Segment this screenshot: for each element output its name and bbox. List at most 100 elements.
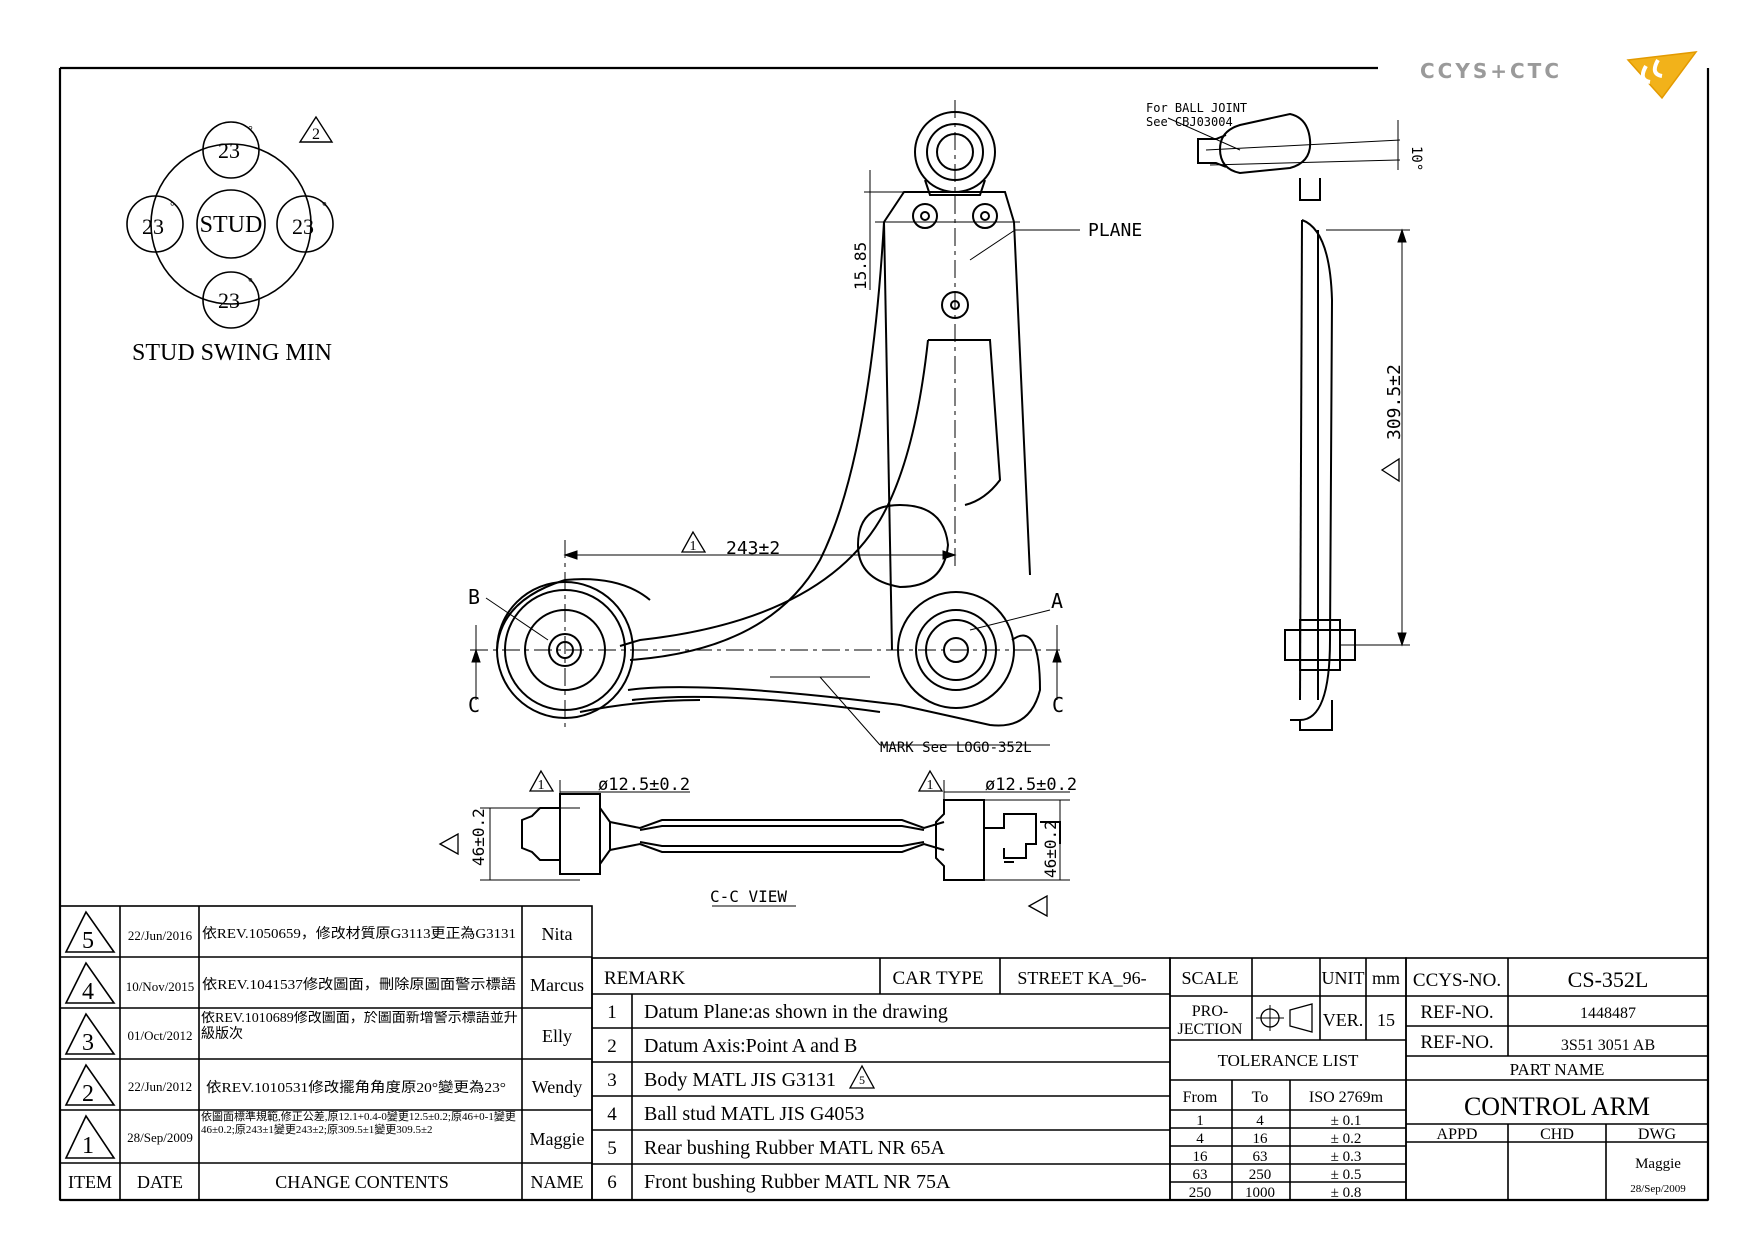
tolerance-header-to: To: [1252, 1089, 1269, 1106]
drawing-annotations: For BALL JOINT See CBJ03004 10° PLANE 15…: [468, 101, 1424, 906]
tol-from: 63: [1193, 1167, 1208, 1183]
car-type-value: STREET KA_96-: [1017, 968, 1146, 988]
section-view-dimensions: [438, 769, 1070, 918]
ccys-no-label: CCYS-NO.: [1413, 970, 1501, 991]
height-dim-left: 46±0.2: [469, 808, 488, 866]
tol-from: 250: [1189, 1185, 1212, 1201]
remark-header: REMARK: [604, 968, 686, 989]
version-value: 15: [1377, 1010, 1395, 1030]
tol-value: ± 0.2: [1331, 1131, 1362, 1147]
revision-name: Nita: [542, 924, 573, 944]
tolerance-header-from: From: [1183, 1089, 1218, 1106]
remark-no: 1: [607, 1002, 617, 1023]
dimension-15-85: 15.85: [851, 242, 870, 290]
point-b-label: B: [468, 585, 480, 609]
version-label: VER.: [1323, 1010, 1364, 1030]
company-logo: CCYS+CTC: [1420, 51, 1698, 100]
tolerance-row: 1 4 ± 0.1: [1196, 1113, 1361, 1129]
remark-text: Datum Plane:as shown in the drawing: [644, 1001, 948, 1023]
remark-no: 5: [607, 1138, 617, 1159]
revision-item: 2: [82, 1081, 94, 1107]
revision-row: 3 01/Oct/2012 依REV.1010689修改圖面，於圖面新增警示標語…: [82, 1011, 572, 1056]
section-c-left-label: C: [468, 693, 480, 717]
revision-triangle-icon: [298, 115, 334, 143]
body-matl-rev-mark: 5: [859, 1073, 865, 1087]
ref-no-value-2: 3S51 3051 AB: [1561, 1037, 1655, 1054]
revision-date: 22/Jun/2012: [128, 1079, 192, 1094]
remark-item: 4 Ball stud MATL JIS G4053: [607, 1103, 864, 1125]
degree-mark-right: °: [322, 199, 327, 213]
stud-revision-mark: 2: [312, 126, 320, 143]
mark-note: MARK See LOGO-352L: [880, 740, 1032, 756]
diameter-dim-left: ø12.5±0.2: [598, 775, 690, 795]
revision-header-item: ITEM: [68, 1172, 112, 1192]
dimension-243: 243±2: [726, 538, 780, 559]
degree-mark-top: °: [248, 123, 253, 137]
revision-item: 1: [82, 1133, 94, 1159]
dwg-name: Maggie: [1635, 1156, 1681, 1172]
part-name-label: PART NAME: [1510, 1060, 1605, 1079]
remark-item: 3 Body MATL JIS G3131: [607, 1069, 836, 1091]
revision-row: 1 28/Sep/2009 依圖面標準規範,修正公差,原12.1+0.4-0變更…: [82, 1111, 585, 1159]
diameter-dim-right: ø12.5±0.2: [985, 775, 1077, 795]
dimension-309-5: 309.5±2: [1384, 364, 1405, 440]
remark-text: Ball stud MATL JIS G4053: [644, 1103, 864, 1125]
revision-header-name: NAME: [531, 1172, 584, 1192]
point-a-label: A: [1051, 589, 1063, 613]
plane-label: PLANE: [1088, 220, 1142, 241]
tolerance-header-std: ISO 2769m: [1309, 1089, 1384, 1106]
side-view-dimensions: [1167, 117, 1410, 647]
ref-no-label-2: REF-NO.: [1420, 1032, 1493, 1053]
tol-value: ± 0.8: [1331, 1185, 1362, 1201]
revision-row: 4 10/Nov/2015 依REV.1041537修改圖面，刪除原圖面警示標語…: [82, 975, 584, 1005]
dwg-label: DWG: [1638, 1126, 1677, 1143]
revision-contents: 依圖面標準規範,修正公差,原12.1+0.4-0變更12.5±0.2;原46+0…: [201, 1111, 516, 1136]
remark-text: Body MATL JIS G3131: [644, 1069, 836, 1091]
ref-no-value-1: 1448487: [1580, 1005, 1636, 1022]
remark-no: 4: [607, 1104, 617, 1125]
tol-to: 63: [1253, 1149, 1268, 1165]
revision-header-date: DATE: [137, 1172, 183, 1192]
swing-angle-top: 23: [218, 138, 240, 163]
revision-item: 4: [82, 979, 94, 1005]
remark-text: Rear bushing Rubber MATL NR 65A: [644, 1137, 945, 1159]
tolerance-row: 250 1000 ± 0.8: [1189, 1185, 1362, 1201]
chd-label: CHD: [1540, 1126, 1574, 1143]
remark-text: Datum Axis:Point A and B: [644, 1035, 857, 1057]
revision-row: 5 22/Jun/2016 依REV.1050659，修改材質原G3113更正為…: [82, 924, 573, 954]
tol-value: ± 0.5: [1331, 1167, 1362, 1183]
revision-date: 28/Sep/2009: [127, 1130, 193, 1145]
ref-no-label-1: REF-NO.: [1420, 1002, 1493, 1023]
remark-no: 6: [607, 1172, 617, 1193]
dwg-date: 28/Sep/2009: [1630, 1183, 1686, 1195]
scale-projection-text: SCALE UNIT mm PRO- JECTION VER. 15 TOLER…: [1178, 968, 1400, 1201]
plan-view-dimensions: [470, 100, 1080, 746]
logo-text: CCYS+CTC: [1420, 59, 1562, 83]
revision-contents: 依REV.1010689修改圖面，於圖面新增警示標語並升級版次: [201, 1011, 518, 1042]
tol-from: 1: [1196, 1113, 1204, 1129]
remark-table-text: REMARK CAR TYPE STREET KA_96- 5 1 Datum …: [604, 968, 1147, 1193]
stud-label: STUD: [200, 212, 263, 238]
revision-name: Wendy: [532, 1077, 583, 1097]
remark-no: 3: [607, 1070, 617, 1091]
tol-from: 4: [1196, 1131, 1204, 1147]
ball-joint-note-line2: See CBJ03004: [1146, 115, 1233, 129]
remark-item: 5 Rear bushing Rubber MATL NR 65A: [607, 1137, 945, 1159]
dim-243-rev-mark: 1: [690, 539, 697, 554]
revision-item: 5: [82, 928, 94, 954]
part-info-block: [1405, 957, 1709, 1201]
degree-mark-left: °: [170, 199, 175, 213]
section-c-right-label: C: [1052, 693, 1064, 717]
tolerance-title: TOLERANCE LIST: [1218, 1051, 1359, 1070]
revision-item: 3: [82, 1030, 94, 1056]
remark-item: 1 Datum Plane:as shown in the drawing: [607, 1001, 948, 1023]
car-type-label: CAR TYPE: [893, 968, 984, 989]
dia-left-rev-mark: 1: [538, 778, 545, 793]
revision-date: 22/Jun/2016: [128, 928, 193, 943]
tol-value: ± 0.1: [1331, 1113, 1362, 1129]
ball-joint-note-line1: For BALL JOINT: [1146, 101, 1247, 115]
tol-value: ± 0.3: [1331, 1149, 1362, 1165]
control-arm-side-view: [1197, 112, 1356, 731]
ccys-no-value: CS-352L: [1568, 967, 1649, 992]
